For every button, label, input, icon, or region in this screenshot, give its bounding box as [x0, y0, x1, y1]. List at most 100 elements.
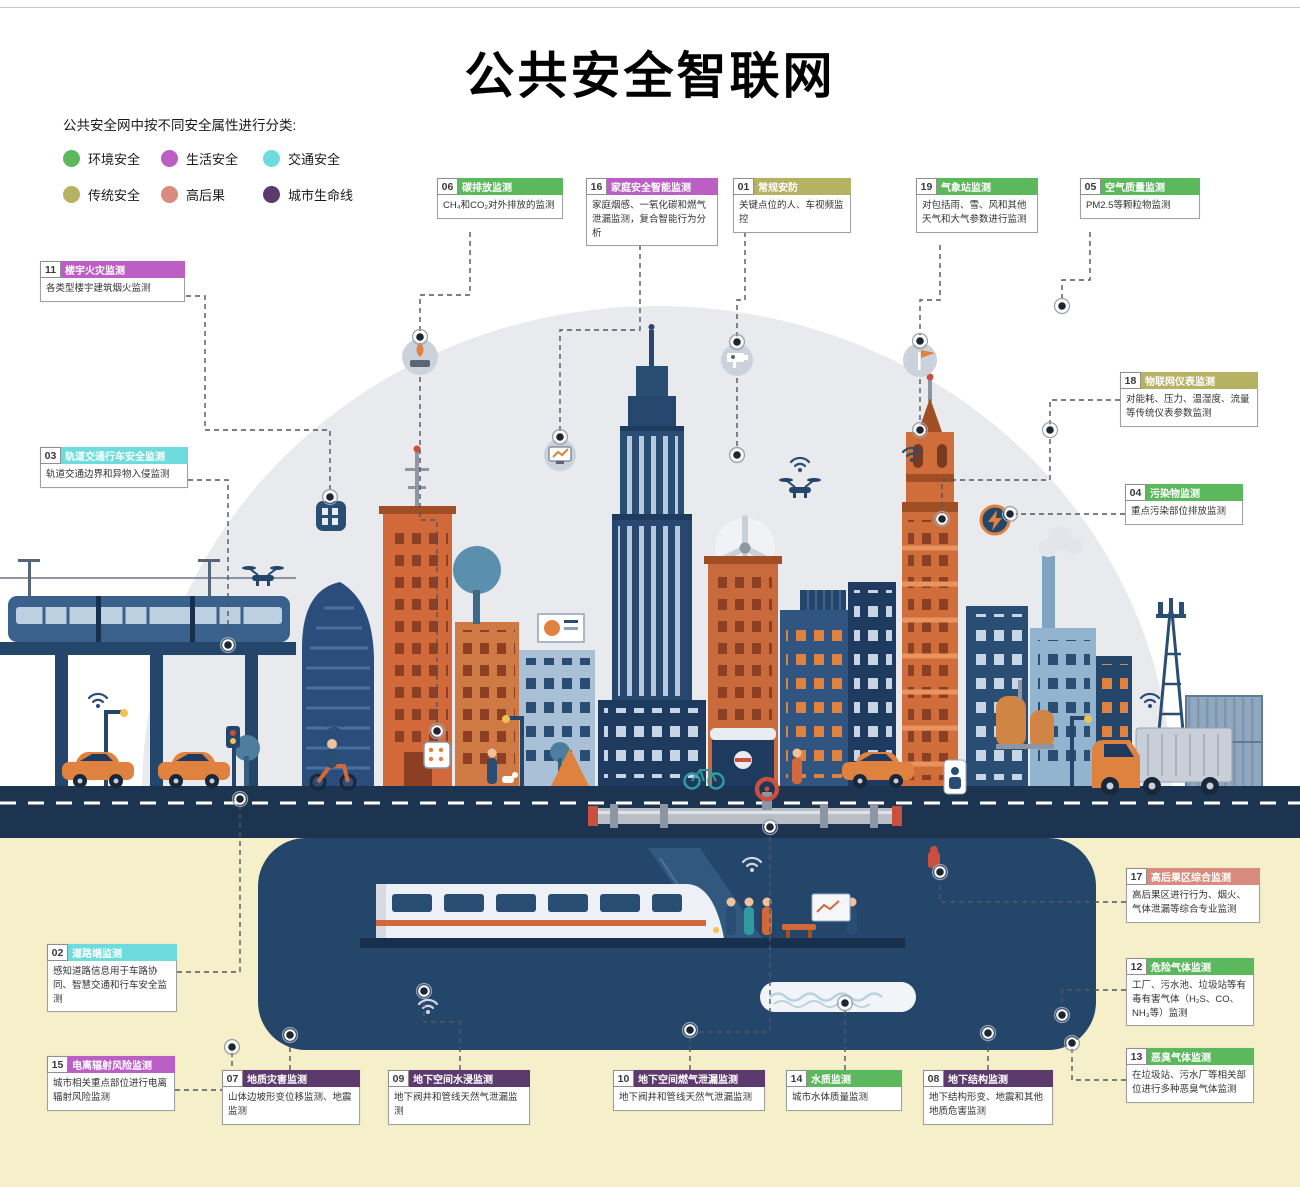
legend-label: 城市生命线 — [288, 188, 354, 203]
callout-number: 03 — [40, 447, 61, 464]
callout-number: 08 — [923, 1070, 944, 1087]
legend-label: 高后果 — [186, 188, 226, 203]
callout-title: 污染物监测 — [1146, 484, 1243, 501]
callout-03: 03 轨道交通行车安全监测 轨道交通边界和异物入侵监测 — [40, 447, 188, 488]
callout-header: 15 电离辐射风险监测 — [47, 1056, 175, 1073]
callout-07: 07 地质灾害监测 山体边坡形变位移监测、地震监测 — [222, 1070, 360, 1125]
callout-title: 高后果区综合监测 — [1147, 868, 1260, 885]
callout-13: 13 恶臭气体监测 在垃圾站、污水厂等相关部位进行多种恶臭气体监测 — [1126, 1048, 1254, 1103]
legend-item-traffic: 交通安全 — [263, 149, 385, 168]
top-rule — [0, 7, 1300, 8]
sensor-device — [423, 741, 451, 769]
callout-header: 14 水质监测 — [786, 1070, 902, 1087]
pedestrians — [487, 748, 802, 784]
callout-description: 各类型楼宇建筑烟火监测 — [40, 278, 185, 302]
callout-number: 14 — [786, 1070, 807, 1087]
callout-description: 重点污染部位排放监测 — [1125, 501, 1243, 525]
phone-kiosk — [943, 759, 967, 795]
callout-number: 09 — [388, 1070, 409, 1087]
platform-bench — [782, 924, 816, 930]
legend-item-life: 生活安全 — [161, 149, 263, 168]
legend: 公共安全网中按不同安全属性进行分类: 环境安全 生活安全 交通安全 传统安全 高… — [63, 114, 385, 204]
callout-11: 11 楼宇火灾监测 各类型楼宇建筑烟火监测 — [40, 261, 185, 302]
legend-color-dot — [263, 150, 280, 167]
callout-header: 13 恶臭气体监测 — [1126, 1048, 1254, 1065]
callout-number: 05 — [1080, 178, 1101, 195]
callout-number: 11 — [40, 261, 61, 278]
clock-tower — [902, 373, 958, 788]
building-badge-icon — [316, 501, 346, 531]
legend-item-env: 环境安全 — [63, 149, 161, 168]
callout-description: 城市相关重点部位进行电离辐射风险监测 — [47, 1073, 175, 1111]
callout-header: 18 物联网仪表监测 — [1120, 372, 1258, 389]
legend-label: 交通安全 — [288, 152, 341, 167]
callout-description: 在垃圾站、污水厂等相关部位进行多种恶臭气体监测 — [1126, 1065, 1254, 1103]
callout-09: 09 地下空间水浸监测 地下阀井和管线天然气泄漏监测 — [388, 1070, 530, 1125]
callout-title: 地质灾害监测 — [243, 1070, 360, 1087]
callout-header: 02 道路端监测 — [47, 944, 177, 961]
curved-building — [302, 582, 374, 788]
callout-title: 碳排放监测 — [458, 178, 563, 195]
traffic-light — [226, 726, 240, 788]
subway-station — [360, 848, 905, 1016]
callout-header: 05 空气质量监测 — [1080, 178, 1200, 195]
callout-number: 12 — [1126, 958, 1147, 975]
mid-left-buildings — [453, 546, 595, 788]
sewage-channel — [760, 982, 916, 1012]
callout-title: 常规安防 — [754, 178, 851, 195]
callout-number: 07 — [222, 1070, 243, 1087]
callout-header: 17 高后果区综合监测 — [1126, 868, 1260, 885]
callout-number: 06 — [437, 178, 458, 195]
legend-color-dot — [161, 186, 178, 203]
callout-description: 工厂、污水池、垃圾站等有毒有害气体（H₂S、CO、NH₃等）监测 — [1126, 975, 1254, 1027]
callout-number: 02 — [47, 944, 68, 961]
callout-14: 14 水质监测 城市水体质量监测 — [786, 1070, 902, 1111]
legend-item-trad: 传统安全 — [63, 185, 161, 204]
callout-title: 空气质量监测 — [1101, 178, 1200, 195]
callout-05: 05 空气质量监测 PM2.5等颗粒物监测 — [1080, 178, 1200, 219]
callout-description: 对包括雨、雪、风和其他天气和大气参数进行监测 — [916, 195, 1038, 233]
callout-header: 07 地质灾害监测 — [222, 1070, 360, 1087]
callout-description: CH₄和CO₂对外排放的监测 — [437, 195, 563, 219]
callout-title: 地下结构监测 — [944, 1070, 1053, 1087]
monorail-train — [8, 596, 290, 642]
callout-header: 16 家庭安全智能监测 — [586, 178, 718, 195]
callout-title: 物联网仪表监测 — [1141, 372, 1258, 389]
legend-color-dot — [263, 186, 280, 203]
callout-01: 01 常规安防 关键点位的人、车视频监控 — [733, 178, 851, 233]
callout-04: 04 污染物监测 重点污染部位排放监测 — [1125, 484, 1243, 525]
telecom-mast — [1139, 598, 1186, 743]
callout-header: 06 碳排放监测 — [437, 178, 563, 195]
market-tent — [550, 748, 590, 788]
orange-tower — [379, 445, 456, 788]
callout-15: 15 电离辐射风险监测 城市相关重点部位进行电离辐射风险监测 — [47, 1056, 175, 1111]
callout-number: 19 — [916, 178, 937, 195]
legend-item-lifeline: 城市生命线 — [263, 185, 385, 204]
callout-12: 12 危险气体监测 工厂、污水池、垃圾站等有毒有害气体（H₂S、CO、NH₃等）… — [1126, 958, 1254, 1027]
callout-number: 17 — [1126, 868, 1147, 885]
callout-number: 01 — [733, 178, 754, 195]
callout-title: 地下空间水浸监测 — [409, 1070, 530, 1087]
callout-title: 楼宇火灾监测 — [61, 261, 185, 278]
callout-08: 08 地下结构监测 地下结构形变、地震和其他地质危害监测 — [923, 1070, 1053, 1125]
cctv-icon — [721, 344, 753, 376]
underground-hydrant — [928, 846, 940, 868]
callout-17: 17 高后果区综合监测 高后果区进行行为、烟火、气体泄漏等综合专业监测 — [1126, 868, 1260, 923]
legend-intro: 公共安全网中按不同安全属性进行分类: — [63, 118, 297, 133]
connector-lines — [150, 232, 1126, 1091]
callout-description: 地下结构形变、地震和其他地质危害监测 — [923, 1087, 1053, 1125]
callout-header: 09 地下空间水浸监测 — [388, 1070, 530, 1087]
callout-number: 13 — [1126, 1048, 1147, 1065]
callout-description: 轨道交通边界和异物入侵监测 — [40, 464, 188, 488]
callout-header: 19 气象站监测 — [916, 178, 1038, 195]
legend-grid: 环境安全 生活安全 交通安全 传统安全 高后果 城市生命线 — [63, 149, 385, 204]
vehicles — [62, 720, 1233, 795]
subway-train — [376, 884, 724, 938]
windsock-icon — [903, 343, 937, 377]
tree — [453, 546, 501, 624]
callout-number: 18 — [1120, 372, 1141, 389]
truck — [1092, 727, 1233, 795]
callout-header: 10 地下空间燃气泄漏监测 — [613, 1070, 765, 1087]
